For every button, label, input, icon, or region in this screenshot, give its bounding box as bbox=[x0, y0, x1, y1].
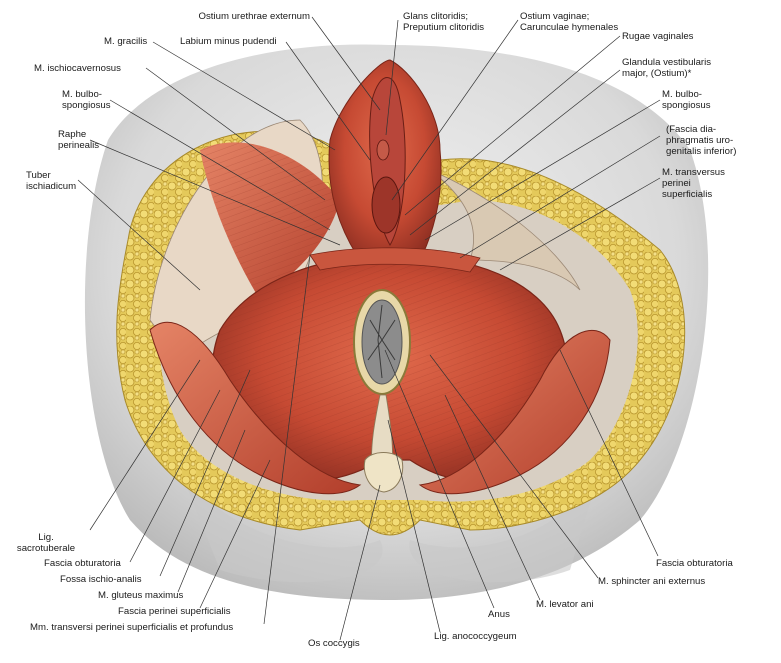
label-anus: Anus bbox=[488, 609, 510, 620]
label-lig-sacrotuberale: Lig. sacrotuberale bbox=[16, 532, 76, 554]
label-ostium-vaginae: Ostium vaginae; Carunculae hymenales bbox=[520, 11, 619, 33]
label-glandula-vestibularis: Glandula vestibularis major, (Ostium)* bbox=[622, 57, 712, 79]
label-mm-transversi-perinei: Mm. transversi perinei superficialis et … bbox=[30, 622, 234, 633]
label-ischiocavernosus: M. ischiocavernosus bbox=[34, 63, 121, 74]
label-fossa-ischio-analis: Fossa ischio-analis bbox=[60, 574, 142, 585]
gluteus-right bbox=[418, 330, 611, 495]
label-fascia-diaphragmatis: (Fascia dia- phragmatis uro- genitalis i… bbox=[666, 124, 737, 157]
label-raphe-perinealis: Raphe perinealis bbox=[58, 129, 100, 151]
label-sphincter-ani-externus: M. sphincter ani externus bbox=[598, 576, 706, 587]
label-gracilis: M. gracilis bbox=[104, 36, 148, 47]
label-fascia-obturatoria-right: Fascia obturatoria bbox=[656, 558, 733, 569]
gluteus-left bbox=[149, 321, 362, 495]
label-rugae-vaginales: Rugae vaginales bbox=[622, 31, 694, 42]
label-transversus-perinei: M. transversus perinei superficialis bbox=[662, 167, 725, 200]
label-levator-ani: M. levator ani bbox=[536, 599, 594, 610]
label-fascia-obturatoria-left: Fascia obturatoria bbox=[44, 558, 121, 569]
label-tuber-ischiadicum: Tuber ischiadicum bbox=[26, 170, 77, 192]
label-ostium-urethrae: Ostium urethrae externum bbox=[198, 11, 310, 22]
coccyx bbox=[363, 452, 404, 493]
label-os-coccygis: Os coccygis bbox=[308, 638, 360, 649]
label-fascia-perinei-superficialis: Fascia perinei superficialis bbox=[118, 606, 231, 617]
label-bulbospongiosus-right: M. bulbo- spongiosus bbox=[662, 89, 711, 111]
label-lig-anococcygeum: Lig. anococcygeum bbox=[434, 631, 517, 642]
label-bulbospongiosus-left: M. bulbo- spongiosus bbox=[62, 89, 111, 111]
label-gluteus-maximus: M. gluteus maximus bbox=[98, 590, 184, 601]
label-labium-minus: Labium minus pudendi bbox=[180, 36, 277, 47]
label-glans-clitoridis: Glans clitoridis; Preputium clitoridis bbox=[403, 11, 485, 33]
